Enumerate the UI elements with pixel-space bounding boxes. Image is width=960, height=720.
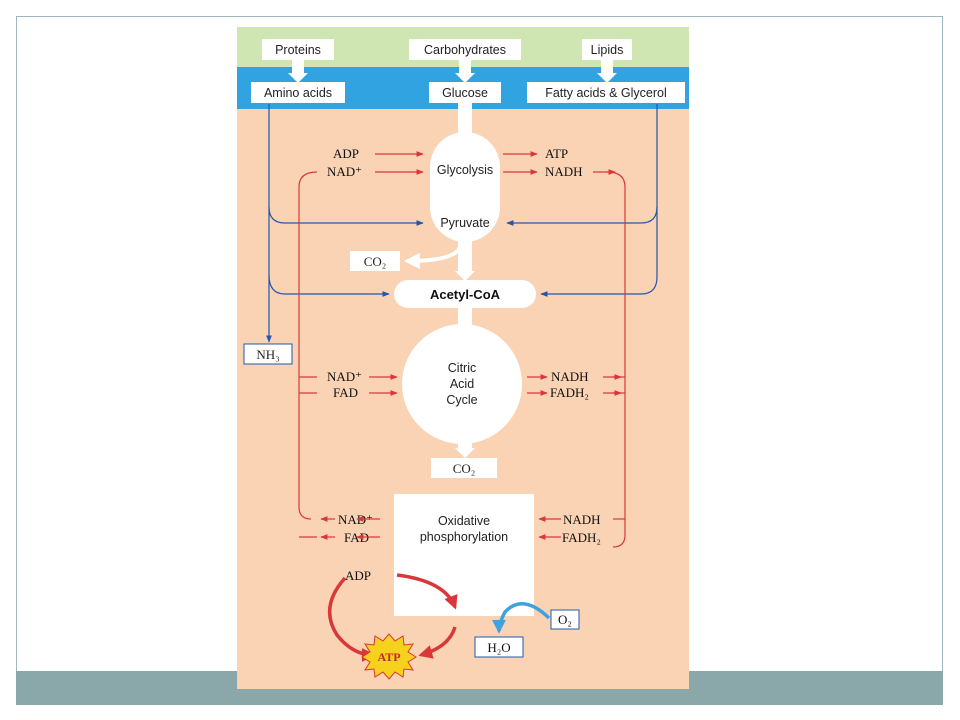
glycolysis-label: Glycolysis [437, 163, 493, 177]
citric-line3: Cycle [446, 393, 477, 407]
oxphos-fadh2: FADH₂ [562, 530, 601, 545]
citric-cofactors: NAD⁺ FAD NADH FADH₂ [327, 369, 622, 400]
glycolysis-adp: ADP [333, 146, 359, 161]
citric-line1: Citric [448, 361, 476, 375]
glycolysis-cofactors: ADP NAD⁺ ATP NADH [327, 146, 616, 179]
adp-atp-cycle: ADP ATP [327, 568, 458, 680]
oxphos-line2: phosphorylation [420, 530, 508, 544]
nh3-label: NH₃ [256, 347, 279, 362]
oxphos-cofactors: NAD⁺ FAD NADH FADH₂ [320, 512, 601, 545]
proteins-box: Proteins [262, 39, 334, 60]
oxphos-box: Oxidative phosphorylation [394, 494, 534, 616]
glycolysis-capsule: Glycolysis Pyruvate [430, 132, 500, 242]
co2-label-1: CO₂ [364, 254, 387, 269]
co2-label-2: CO₂ [453, 461, 476, 476]
citric-fad: FAD [333, 385, 358, 400]
carbohydrates-box: Carbohydrates [409, 39, 521, 60]
h2o-label: H₂O [487, 640, 510, 655]
fatty-acids-label: Fatty acids & Glycerol [545, 86, 667, 100]
blue-pathways [266, 104, 658, 343]
carbohydrates-label: Carbohydrates [424, 43, 506, 57]
source-arrows [288, 60, 617, 83]
proteins-label: Proteins [275, 43, 321, 57]
co2-box-2: CO₂ [431, 458, 497, 478]
glycolysis-nad: NAD⁺ [327, 164, 362, 179]
lipids-box: Lipids [582, 39, 632, 60]
oxphos-nadh: NADH [563, 512, 601, 527]
fatty-acids-box: Fatty acids & Glycerol [527, 82, 685, 103]
oxygen-reduction: O₂ H₂O [474, 602, 580, 658]
glucose-box: Glucose [429, 82, 501, 103]
citric-fadh2: FADH₂ [550, 385, 589, 400]
lipids-label: Lipids [591, 43, 624, 57]
citric-line2: Acid [450, 377, 474, 391]
citric-acid-cycle: Citric Acid Cycle [402, 324, 522, 444]
nh3-box: NH₃ [243, 343, 293, 365]
o2-label: O₂ [558, 612, 572, 627]
amino-acids-box: Amino acids [251, 82, 345, 103]
glucose-label: Glucose [442, 86, 488, 100]
amino-acids-label: Amino acids [264, 86, 332, 100]
acetyl-coa-box: Acetyl-CoA [394, 280, 536, 308]
cycle-adp-label: ADP [345, 568, 371, 583]
atp-starburst-icon [361, 633, 417, 680]
citric-nad: NAD⁺ [327, 369, 362, 384]
cycle-atp-label: ATP [377, 650, 400, 664]
co2-release-arrow [403, 244, 462, 269]
acetyl-coa-label: Acetyl-CoA [430, 287, 501, 302]
pyruvate-label: Pyruvate [440, 216, 489, 230]
citric-nadh: NADH [551, 369, 589, 384]
red-carrier-lines [298, 171, 626, 548]
glycolysis-atp: ATP [545, 146, 568, 161]
oxphos-nad: NAD⁺ [338, 512, 373, 527]
oxphos-line1: Oxidative [438, 514, 490, 528]
co2-box-1: CO₂ [350, 251, 400, 271]
metabolism-diagram: Proteins Carbohydrates Lipids Amino acid… [237, 27, 689, 689]
glycolysis-nadh: NADH [545, 164, 583, 179]
